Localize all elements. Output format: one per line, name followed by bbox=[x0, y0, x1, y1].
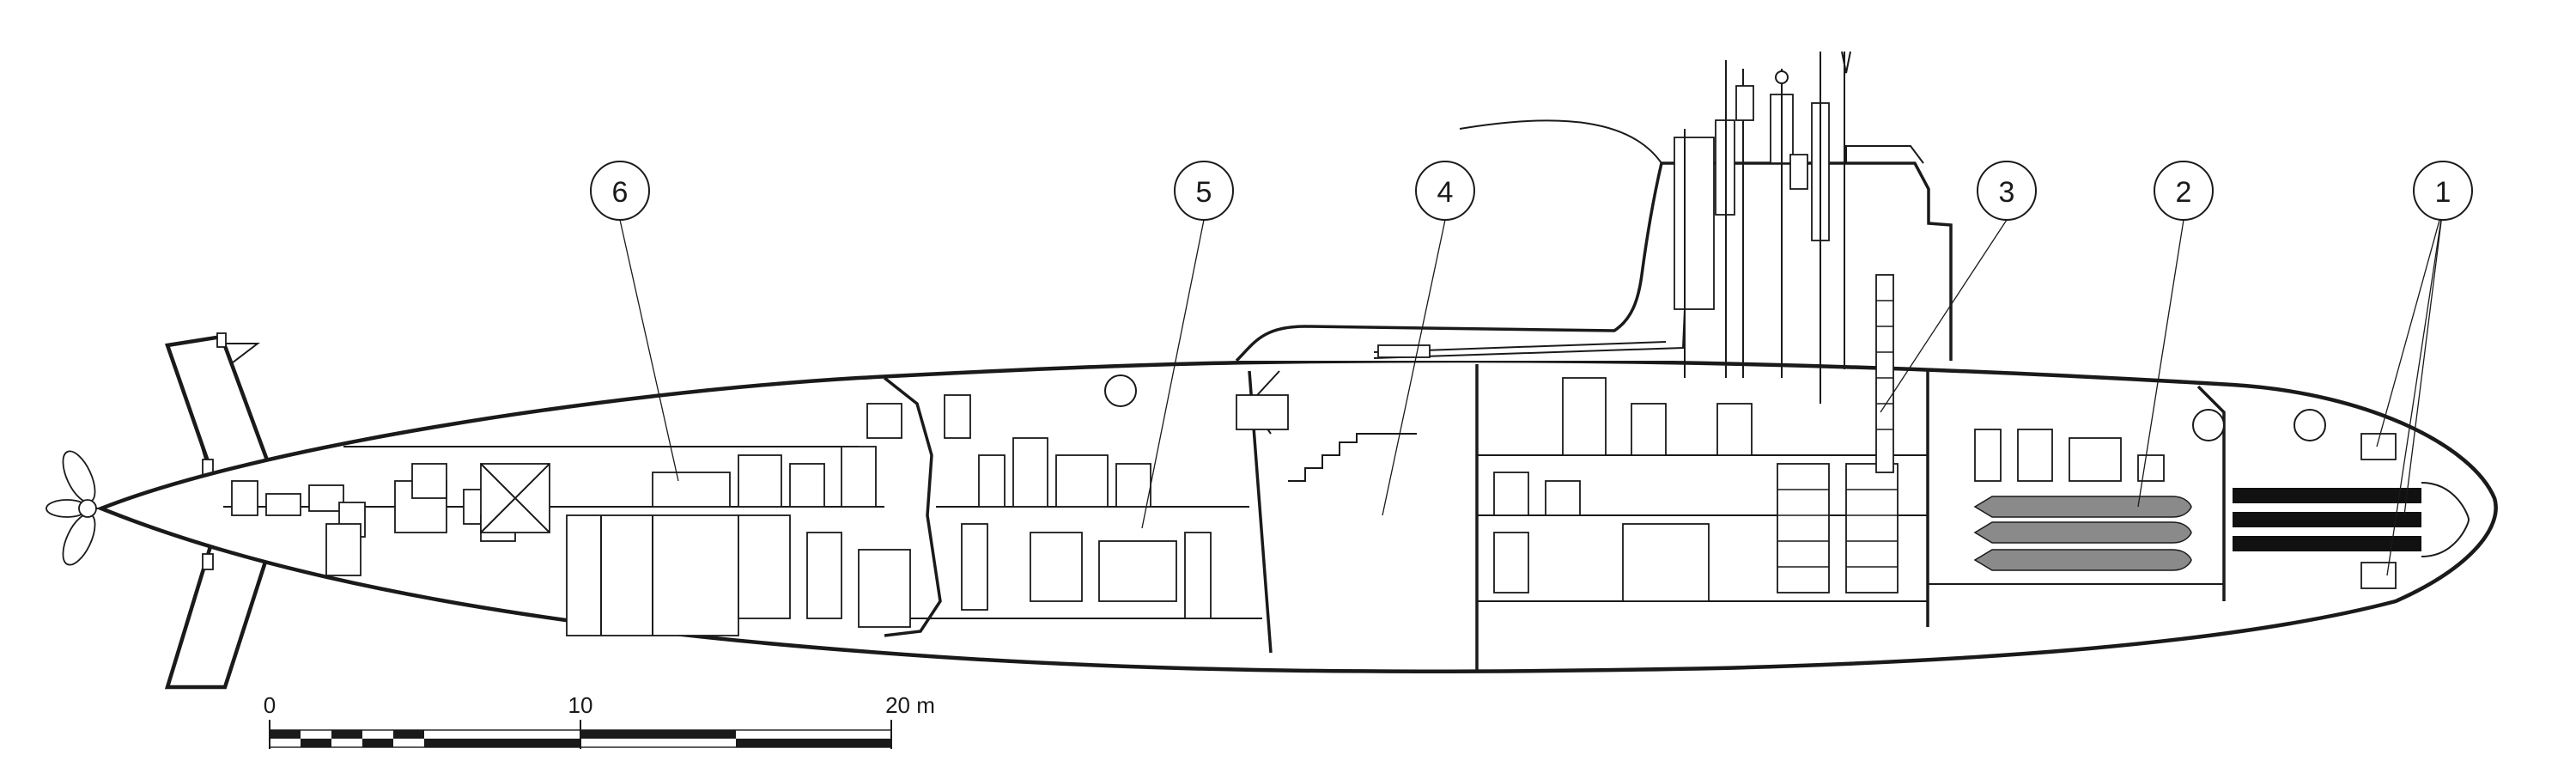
stern-assembly bbox=[46, 332, 278, 690]
snorkel-pipe bbox=[1373, 308, 1686, 359]
aft-machinery bbox=[231, 403, 911, 636]
callout-5: 5 bbox=[1141, 161, 1234, 529]
fin-hinge-bottom bbox=[202, 553, 214, 570]
torpedo-room bbox=[1973, 409, 2225, 571]
callout-3: 3 bbox=[1880, 161, 2037, 413]
torpedo-tube-2 bbox=[2233, 512, 2421, 527]
callout-3-label: 3 bbox=[1999, 176, 2015, 209]
mast-1 bbox=[1674, 137, 1715, 310]
callout-6: 6 bbox=[590, 161, 679, 482]
scale-label-10: 10 bbox=[568, 692, 593, 718]
torpedo-3 bbox=[1973, 549, 2192, 571]
masts bbox=[1674, 51, 1851, 404]
callout-5-label: 5 bbox=[1196, 176, 1212, 209]
control-room bbox=[1493, 274, 1899, 602]
scale-bar: 0 10 20 m bbox=[264, 692, 935, 749]
scale-label-0: 0 bbox=[264, 692, 276, 718]
sail-bridge bbox=[1845, 145, 1924, 164]
callout-2: 2 bbox=[2137, 161, 2214, 508]
ladder bbox=[1875, 274, 1894, 473]
rudder bbox=[164, 334, 278, 484]
control-compartment-aft bbox=[944, 374, 1289, 619]
propeller-icon bbox=[46, 450, 97, 566]
rudder-tip-top bbox=[216, 332, 227, 348]
callouts: 1 2 3 4 5 6 bbox=[590, 161, 2473, 576]
mast-3 bbox=[1735, 85, 1754, 121]
torpedo-1 bbox=[1973, 496, 2192, 518]
callout-2-label: 2 bbox=[2176, 176, 2192, 209]
callout-4: 4 bbox=[1382, 161, 1475, 516]
torpedo-tube-1 bbox=[2233, 488, 2421, 503]
mast-antenna-icon bbox=[1775, 70, 1789, 84]
sail-top-curve bbox=[1459, 119, 1662, 164]
callout-6-label: 6 bbox=[612, 176, 629, 209]
callout-4-label: 4 bbox=[1437, 176, 1454, 209]
torpedo-tubes bbox=[2233, 409, 2470, 589]
central-hall bbox=[1288, 433, 1417, 482]
scale-label-20: 20 m bbox=[885, 692, 935, 718]
callout-1-label: 1 bbox=[2435, 176, 2451, 209]
torpedo-2 bbox=[1973, 521, 2192, 544]
torpedo-tube-3 bbox=[2233, 536, 2421, 551]
callout-1: 1 bbox=[2376, 161, 2473, 576]
sail bbox=[1235, 161, 1953, 362]
